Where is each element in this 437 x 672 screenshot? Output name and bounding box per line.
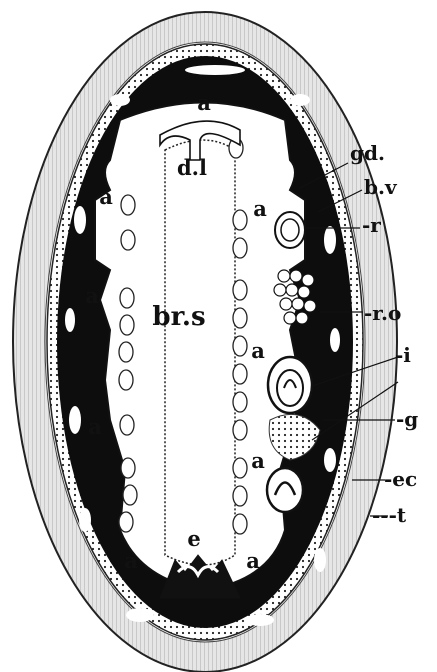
label-dorsal-lamina: d.l xyxy=(177,155,207,180)
label-a-top: a xyxy=(197,90,211,115)
label-a-bottom-right: a xyxy=(246,548,260,573)
label-endostyle: e xyxy=(187,526,200,551)
rectum xyxy=(275,212,305,248)
intestine-upper xyxy=(268,357,312,413)
label-a-bottom-left: a xyxy=(124,548,138,573)
label-blood-vessel: b.v xyxy=(364,175,398,199)
label-gonad: -g xyxy=(396,407,418,431)
label-branchial-sac: br.s xyxy=(152,302,205,332)
label-ectoderm: -ec xyxy=(384,467,417,491)
label-a-left-3: a xyxy=(88,414,102,439)
label-a-right-3: a xyxy=(251,448,265,473)
label-a-left-1: a xyxy=(99,184,113,209)
label-tunic: ---t xyxy=(372,503,407,527)
intestine-lower xyxy=(267,468,303,512)
label-a-right-2: a xyxy=(251,338,265,363)
label-rectum: -r xyxy=(362,213,381,237)
label-intestine: -i xyxy=(395,343,411,367)
label-a-left-2: a xyxy=(85,283,99,308)
label-ovary: -r.o xyxy=(364,301,401,325)
branchial-sac xyxy=(165,140,235,565)
label-ganglion-duct: gd. xyxy=(350,141,385,165)
label-a-right-1: a xyxy=(253,196,267,221)
